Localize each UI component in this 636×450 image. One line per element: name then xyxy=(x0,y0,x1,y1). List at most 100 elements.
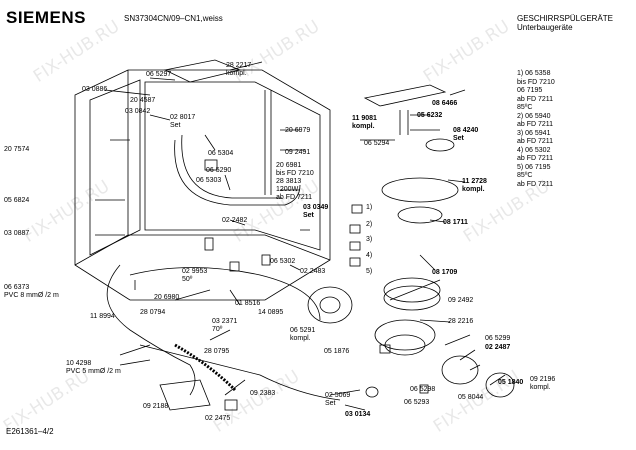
part-label: 02 8017 xyxy=(170,114,196,121)
part-label: 06 5294 xyxy=(364,140,390,147)
part-label: 06 5302 xyxy=(270,258,296,265)
part-label: kompl. xyxy=(226,70,247,77)
part-label: 11 2728 xyxy=(462,178,487,185)
diagram-title: GESCHIRRSPÜLGERÄTE xyxy=(517,14,614,23)
part-label: 08 1711 xyxy=(443,219,468,226)
circulation-pump xyxy=(307,286,353,324)
footnote-line: bis FD 7210 xyxy=(517,78,555,86)
part-label: 28 2216 xyxy=(448,318,474,325)
footnote-line: ab FD 7211 xyxy=(517,138,554,145)
part-label: 06 5290 xyxy=(206,167,232,174)
part-label: 06 5298 xyxy=(410,386,436,393)
part-label: Set xyxy=(453,135,464,142)
footnote-marker: 5) xyxy=(366,268,373,275)
part-label: 20 6979 xyxy=(285,127,311,134)
footnote-line: ab FD 7211 xyxy=(517,121,554,128)
part-label: 20 6980 xyxy=(154,294,180,301)
figure-id: E261361–4/2 xyxy=(6,427,54,436)
part-label: 14 0895 xyxy=(258,309,284,316)
part-label: 06 5293 xyxy=(404,399,430,406)
part-label: 06 5297 xyxy=(146,71,172,78)
part-label: 11 8994 xyxy=(90,313,115,320)
part-label: ab FD 7211 xyxy=(276,194,313,201)
part-label: 08 1709 xyxy=(432,269,458,276)
float-switch xyxy=(204,159,218,171)
tub-side-wall xyxy=(89,79,141,256)
sump-ring xyxy=(383,277,441,303)
part-label: 05 8044 xyxy=(458,394,484,401)
footnote-line: ab FD 7211 xyxy=(517,95,554,103)
footnote-line: 06 7195 xyxy=(517,87,543,94)
footnote-marker: 3) xyxy=(366,236,373,243)
part-label: 70º xyxy=(212,326,223,333)
part-label: 06 6373 xyxy=(4,284,30,291)
inlet-valve xyxy=(159,379,211,411)
part-label: 09 2196 xyxy=(530,376,556,383)
spray-arm-nut xyxy=(425,138,455,152)
part-label: 06 5299 xyxy=(485,335,511,342)
part-label: 28 2217 xyxy=(226,62,252,69)
footnote-line: 1) 06 5358 xyxy=(517,70,551,77)
model-number: SN37304CN/09–CN1,weiss xyxy=(124,14,223,23)
part-label: 06 5303 xyxy=(196,177,222,184)
part-label: 02 2487 xyxy=(485,344,511,351)
diagram-subtitle: Unterbaugeräte xyxy=(517,23,573,32)
part-label: 09 2492 xyxy=(448,297,474,304)
part-label: 03 0887 xyxy=(4,230,30,237)
part-label: 06 5291 xyxy=(290,327,316,334)
part-label: 03 0842 xyxy=(125,108,151,115)
part-label: 03 2371 xyxy=(212,318,238,325)
part-label: Set xyxy=(303,212,314,219)
footnote-line: 2) 06 5940 xyxy=(517,112,551,120)
part-label: 03 0886 xyxy=(82,86,108,93)
part-label: Set xyxy=(325,400,336,407)
part-label: 05 6824 xyxy=(4,197,30,204)
footnote-marker: 1) xyxy=(366,204,373,211)
tub-back-panel xyxy=(144,81,321,251)
footnote-line: 85ºC xyxy=(517,104,533,111)
drain-hose xyxy=(129,267,321,321)
part-label: kompl. xyxy=(290,335,311,342)
part-label: 08 6466 xyxy=(432,100,458,107)
part-label: 02 2482 xyxy=(222,217,248,224)
part-label: 09 2383 xyxy=(250,390,276,397)
part-label: 20 4587 xyxy=(130,97,156,104)
part-label: 20 6981 xyxy=(276,162,302,169)
lower-spray-arm xyxy=(381,177,459,203)
part-label: 01 8516 xyxy=(235,300,261,307)
part-label: 28 0795 xyxy=(204,348,230,355)
drain-pump xyxy=(441,355,479,385)
spray-arm-top xyxy=(163,59,242,83)
footnote-marker: 2) xyxy=(366,221,373,228)
part-label: 06 5304 xyxy=(208,150,234,157)
part-label: 20 7574 xyxy=(4,146,30,153)
part-label: 50º xyxy=(182,276,193,283)
tub-inner-floor xyxy=(128,234,331,261)
part-label: Set xyxy=(170,122,181,129)
heating-element xyxy=(174,139,301,206)
upper-spray-arm xyxy=(363,84,447,107)
part-label: 28 3813 xyxy=(276,178,302,185)
footnote-line: 5) 06 7195 xyxy=(517,163,551,171)
part-label: 11 9081 xyxy=(352,115,377,122)
footnote-line: ab FD 7211 xyxy=(517,155,554,162)
drain-hose-lower xyxy=(139,344,341,401)
part-label: 03 0134 xyxy=(345,411,371,418)
part-label: 05 1840 xyxy=(498,379,524,386)
vertical-pipe xyxy=(264,90,272,195)
filter-bowl xyxy=(374,319,436,351)
inlet-hose xyxy=(106,264,196,396)
part-label: 02 2475 xyxy=(205,415,231,422)
part-label: 02 5069 xyxy=(325,392,351,399)
part-label: 10 4298 xyxy=(66,360,92,367)
part-label: kompl. xyxy=(530,384,551,391)
brand-logo: SIEMENS xyxy=(6,8,87,27)
corrugated-hose xyxy=(174,343,237,392)
part-label: 08 4240 xyxy=(453,127,479,134)
part-label: 28 0794 xyxy=(140,309,166,316)
part-label: 09 2491 xyxy=(285,149,311,156)
footnote-marker: 4) xyxy=(366,252,373,259)
spray-arm-pipe xyxy=(399,110,409,135)
part-label: 05 1876 xyxy=(324,348,350,355)
